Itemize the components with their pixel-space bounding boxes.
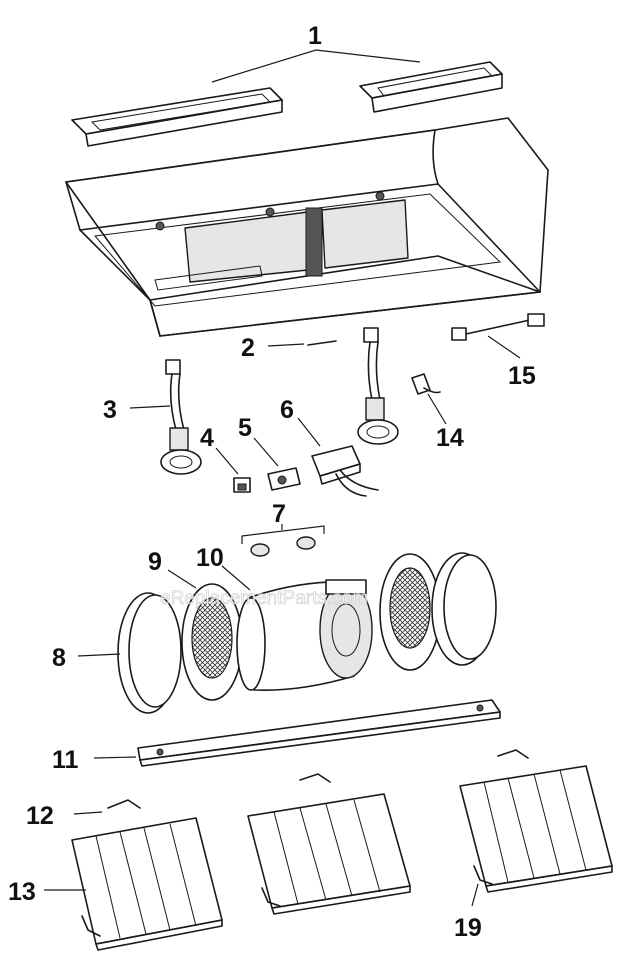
- callout-5: 5: [238, 414, 252, 442]
- part-2-screw: [307, 340, 337, 346]
- part-6-junction-box: [311, 445, 379, 497]
- callout-3: 3: [103, 396, 117, 424]
- part-14-cable-clamp: [411, 373, 441, 395]
- blower-cover-right: [431, 552, 497, 666]
- callout-2: 2: [241, 334, 255, 362]
- blower-grille-right: [379, 553, 441, 671]
- callout-11: 11: [52, 746, 79, 774]
- callout-1: 1: [308, 22, 322, 50]
- part-4-switch: [233, 477, 251, 493]
- part-13-grease-filter: [71, 817, 223, 951]
- callout-7: 7: [272, 500, 286, 528]
- part-5-switch-assembly: [267, 467, 301, 491]
- part-7-grommets: [250, 536, 316, 557]
- watermark: eReplacementParts.com: [160, 588, 368, 609]
- part-12-filter-clip: [107, 799, 141, 809]
- damper-plate-left: [71, 87, 283, 147]
- callout-12: 12: [26, 802, 54, 830]
- part-9-blower-grille: [181, 583, 243, 701]
- part-10-blower-motor: [236, 579, 373, 692]
- part-11-mounting-rail: [137, 699, 501, 767]
- damper-plate-right: [359, 61, 503, 113]
- hood-body: [65, 117, 549, 337]
- callout-9: 9: [148, 548, 162, 576]
- part-8-blower-cover-left: [117, 592, 182, 714]
- callout-10: 10: [196, 544, 224, 572]
- callout-8: 8: [52, 644, 66, 672]
- part-15-power-cord: [451, 313, 545, 341]
- callout-4: 4: [200, 424, 214, 452]
- callout-14: 14: [436, 424, 464, 452]
- part-19-filter-handle: [473, 865, 493, 885]
- light-socket-right: [357, 327, 399, 445]
- grease-filter-right: [459, 749, 613, 893]
- callout-15: 15: [508, 362, 536, 390]
- grease-filter-middle: [247, 773, 411, 915]
- callout-19: 19: [454, 914, 482, 942]
- callout-6: 6: [280, 396, 294, 424]
- callout-13: 13: [8, 878, 36, 906]
- light-socket-left: [160, 359, 202, 475]
